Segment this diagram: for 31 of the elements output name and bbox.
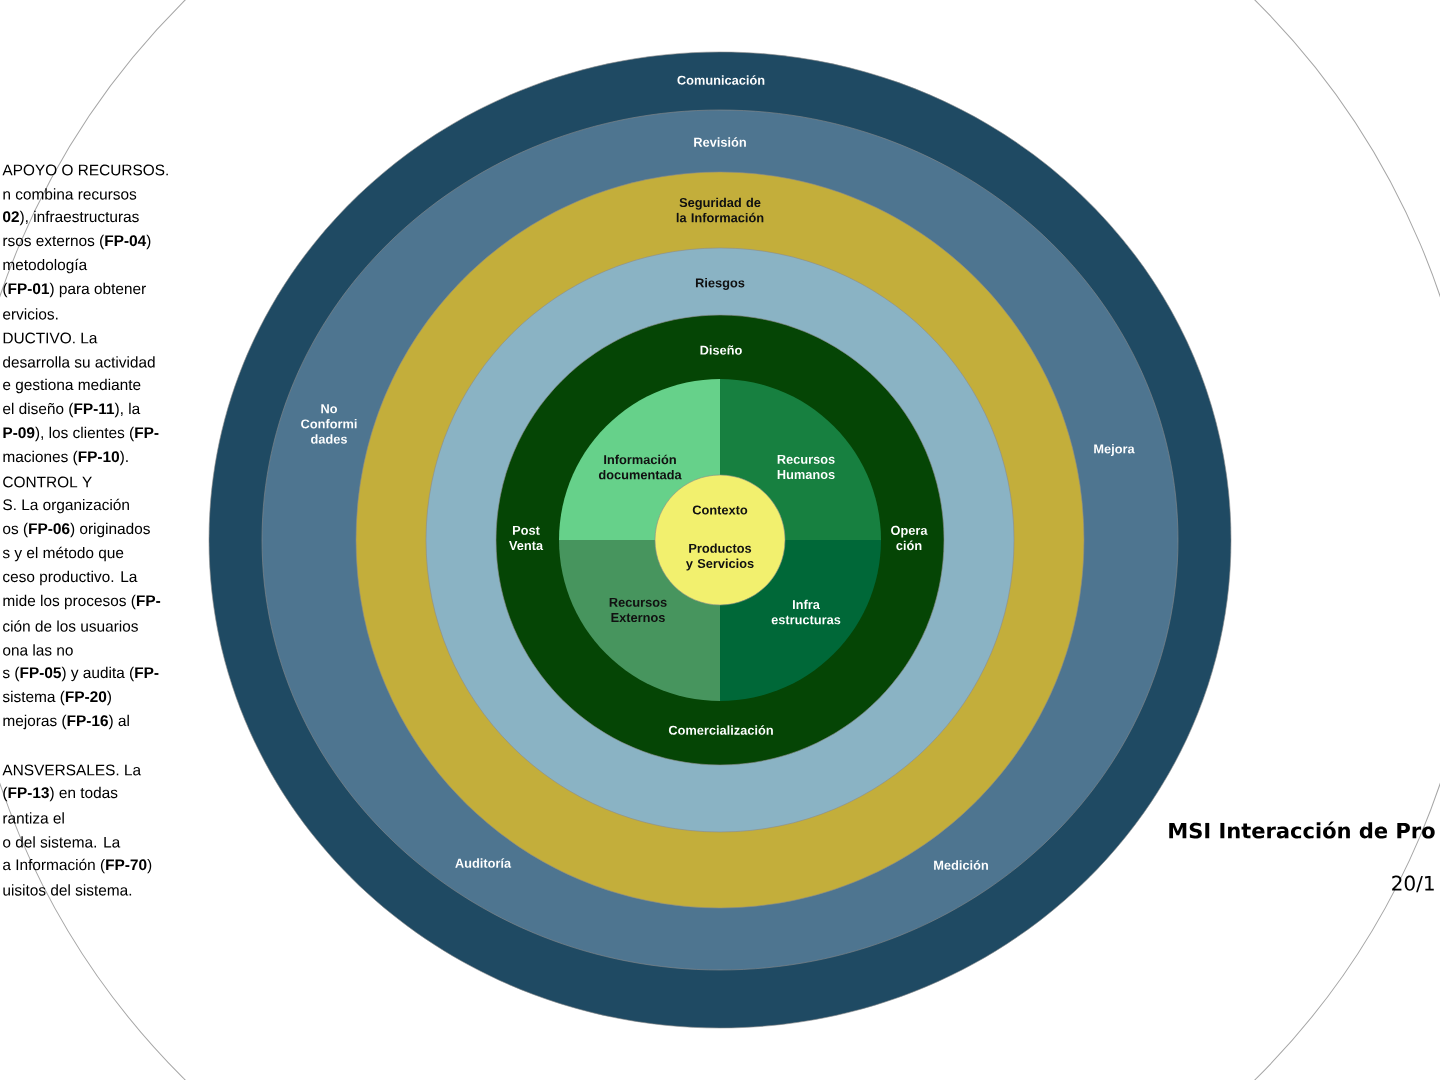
text-line: ceso productivo. La (3, 570, 138, 586)
text-line: S. La organización (3, 498, 129, 514)
text-line: ona las no (3, 644, 73, 656)
text-line: mide los procesos (FP- (3, 594, 161, 610)
text-line: uisitos del sistema. (3, 884, 132, 896)
text-line: mejoras (FP-16) al (3, 714, 129, 730)
text-line: metodología (3, 258, 88, 274)
text-line: rsos externos (FP-04) (3, 234, 151, 250)
text-line: os (FP-06) originados (3, 522, 150, 538)
text-line: CONTROL Y (3, 476, 92, 488)
text-line: P-09), los clientes (FP- (3, 426, 159, 442)
text-line: maciones (FP-10). (3, 450, 128, 466)
date-text: 20/1 (1392, 875, 1434, 893)
text-line: e gestiona mediante (3, 378, 141, 394)
text-line: rantiza el (3, 812, 64, 824)
text-line: 02), infraestructuras (3, 210, 139, 226)
text-line: el diseño (FP-11), la (3, 402, 141, 418)
text-line: (FP-01) para obtener (3, 282, 146, 298)
text-line: sistema (FP-20) (2, 690, 111, 706)
text-line: n combina recursos (3, 188, 137, 200)
text-line: APOYO O RECURSOS. (2, 164, 168, 176)
text-line: s (FP-05) y audita (FP- (2, 666, 159, 682)
text-line: desarrolla su actividad (3, 356, 155, 368)
text-line: (FP-13) en todas (3, 786, 118, 802)
text-line: s y el método que (2, 546, 124, 562)
text-line: o del sistema. La (3, 836, 121, 848)
text-line: ANSVERSALES. La (2, 764, 142, 776)
text-line: ción de los usuarios (3, 620, 138, 632)
text-line: ervicios. (3, 308, 58, 320)
text-line: a Información (FP-70) (3, 858, 152, 874)
text-line: DUCTIVO. La (3, 332, 98, 344)
